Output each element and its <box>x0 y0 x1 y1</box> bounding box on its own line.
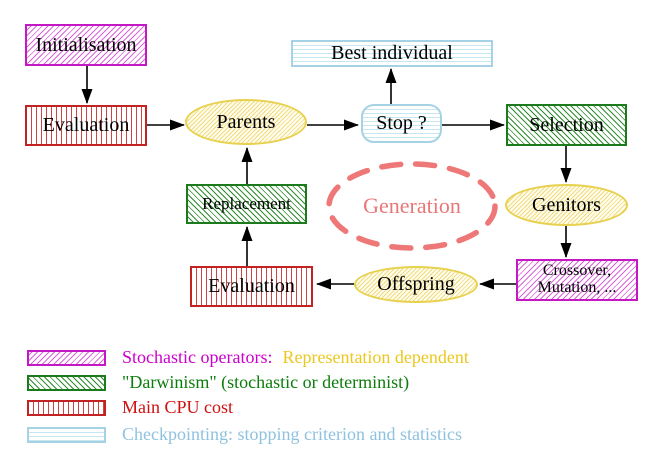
node-parents-label: Parents <box>216 110 276 133</box>
legend-label-representation-dependent: Representation dependent <box>282 347 469 367</box>
generation-label: Generation <box>329 190 495 222</box>
legend-row-main-cpu-cost: Main CPU cost <box>27 397 233 418</box>
legend-label-main-cpu-cost: Main CPU cost <box>122 397 234 417</box>
legend-row-checkpointing: Checkpointing: stopping criterion and st… <box>27 424 462 445</box>
node-parents: Parents <box>185 99 307 145</box>
node-offspring-label: Offspring <box>377 273 455 295</box>
generation-dashed-ellipse <box>326 161 498 251</box>
node-selection: Selection <box>506 104 627 146</box>
node-initialisation: Initialisation <box>25 24 147 66</box>
legend-swatch-cyan-horizontal-hatch <box>27 426 106 443</box>
node-genitors-label: Genitors <box>532 193 601 216</box>
legend-row-darwinism: "Darwinism" (stochastic or determinist) <box>27 372 409 393</box>
node-evaluation-top-label: Evaluation <box>42 114 130 136</box>
node-crossover-label-line1: Crossover, <box>542 262 612 280</box>
legend-swatch-red-vertical-hatch <box>27 399 106 416</box>
node-crossover-label-line2: Mutation, ... <box>537 279 617 296</box>
legend-label-darwinism: "Darwinism" (stochastic or determinist) <box>122 372 410 392</box>
node-offspring: Offspring <box>354 266 478 303</box>
node-initialisation-label: Initialisation <box>35 33 137 56</box>
legend-label-checkpointing: Checkpointing: stopping criterion and st… <box>122 424 462 444</box>
node-stop-label: Stop ? <box>376 112 427 134</box>
node-genitors: Genitors <box>505 184 628 226</box>
legend-swatch-magenta-diagonal-hatch <box>27 349 106 366</box>
legend-row-stochastic-operators: Stochastic operators: Representation dep… <box>27 347 469 368</box>
node-evaluation-top: Evaluation <box>25 105 147 146</box>
generation-label-text: Generation <box>363 193 461 218</box>
legend-label-stochastic-operators: Stochastic operators: <box>122 347 273 367</box>
node-evaluation-bottom: Evaluation <box>190 266 313 307</box>
node-crossover-mutation: Crossover, Mutation, ... <box>516 259 638 301</box>
legend-swatch-green-diagonal-hatch <box>27 374 106 391</box>
node-stop: Stop ? <box>361 104 442 143</box>
node-selection-label: Selection <box>529 113 604 136</box>
node-replacement: Replacement <box>186 184 307 224</box>
node-replacement-label: Replacement <box>202 194 291 214</box>
node-evaluation-bottom-label: Evaluation <box>208 275 295 297</box>
node-best-individual: Best individual <box>291 40 493 67</box>
node-best-individual-label: Best individual <box>331 42 453 64</box>
